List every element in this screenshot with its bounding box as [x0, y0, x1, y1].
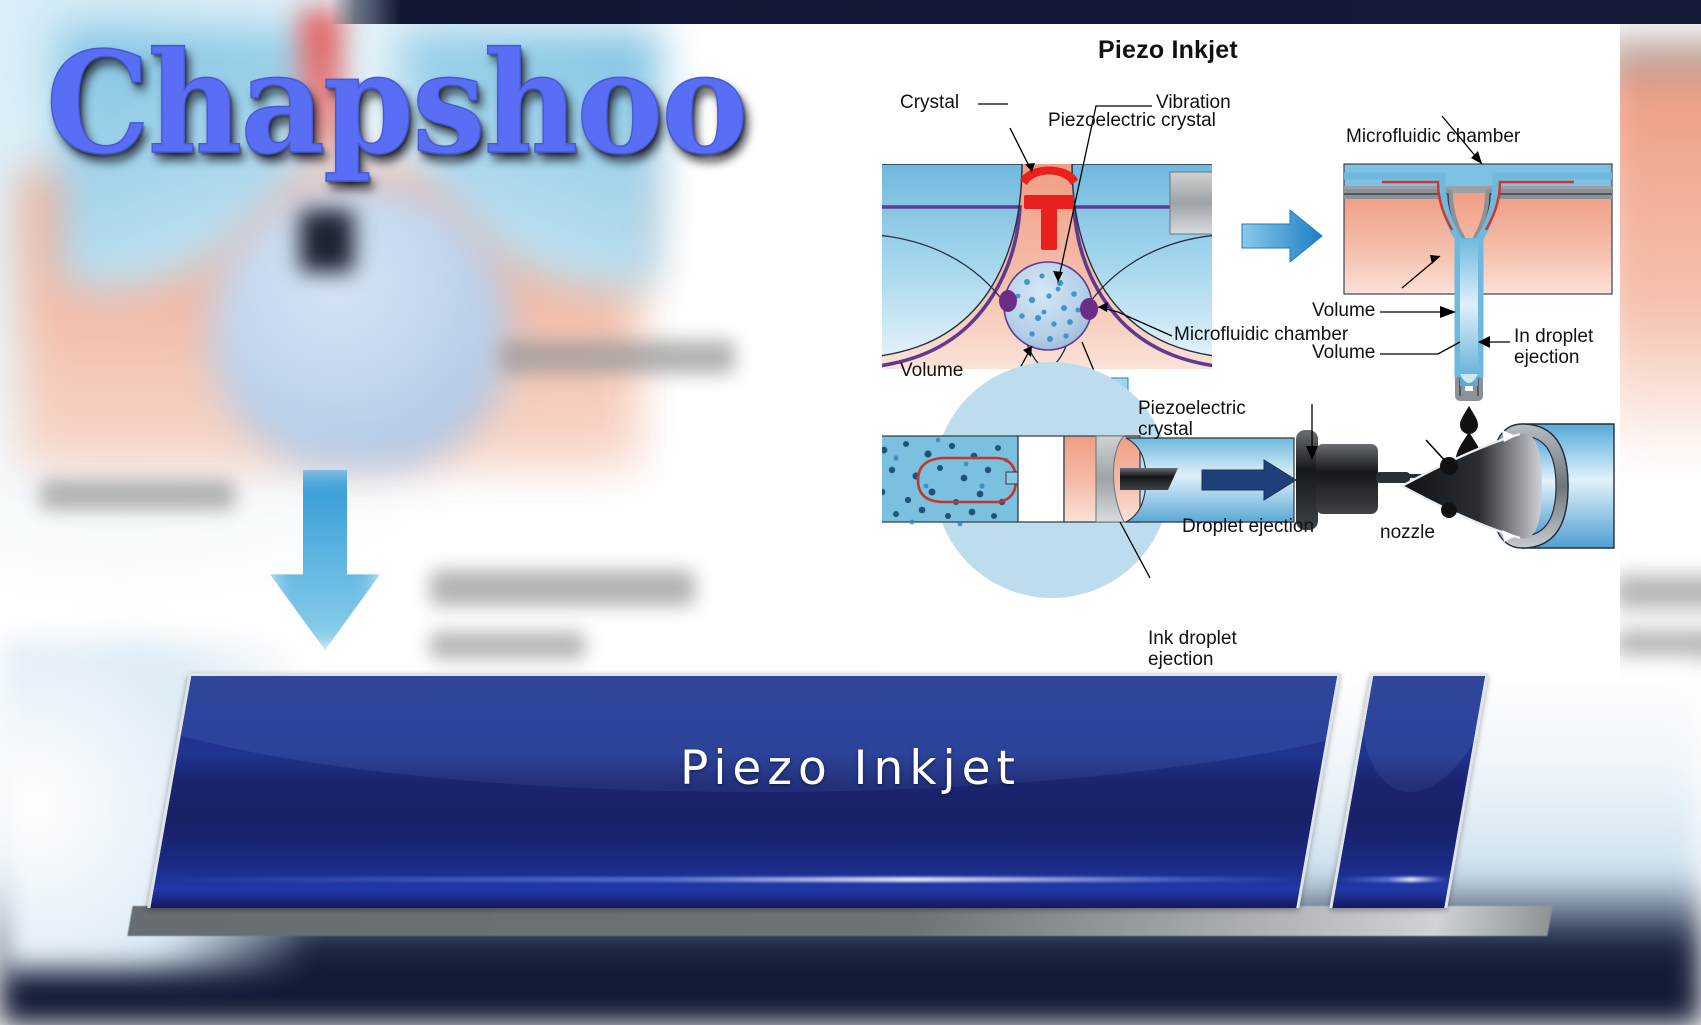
banner-title-text: Piezo Inkjet	[680, 741, 1021, 796]
label-nozzle: nozzle	[1380, 522, 1435, 543]
label-volume-left: Volume	[900, 360, 964, 381]
piezo-inkjet-artwork	[882, 103, 1615, 598]
top-navy-bar	[0, 0, 1701, 24]
banner-side-light-streak	[1336, 877, 1450, 882]
label-microfluidic-chamber-right: Microfluidic chamber	[1346, 126, 1521, 147]
label-droplet-ejection: Droplet ejection	[1182, 516, 1315, 537]
right-arrow-icon	[1241, 208, 1323, 264]
diagram-top-right	[1343, 115, 1613, 472]
background-label-blur-4	[430, 632, 585, 664]
vibration-symbol	[1020, 166, 1078, 250]
background-dark-blob	[300, 210, 354, 272]
label-piezoelectric-crystal-top: Piezoelectric crystal	[1048, 110, 1216, 131]
label-piezoelectric-crystal-bottom: Piezoelectric crystal	[1138, 398, 1246, 441]
background-label-blur-2	[40, 480, 235, 510]
label-vibration: Vibration	[1156, 92, 1231, 113]
label-volume-lower-right: Volume	[1312, 342, 1376, 363]
background-chamber-bulb	[210, 180, 510, 470]
chapshoo-logo: Chapshoo	[45, 22, 749, 186]
banner-base-strip	[127, 906, 1553, 936]
banner-light-streak	[154, 877, 1302, 882]
diagram-bottom-right	[1401, 423, 1615, 549]
background-label-blur-1	[500, 340, 735, 374]
label-crystal: Crystal	[900, 92, 960, 113]
background-label-blur-3	[430, 570, 695, 606]
label-microfluidic-chamber-left: Microfluidic chamber	[1174, 324, 1349, 345]
background-right-label-1	[1615, 575, 1701, 609]
panel-title: Piezo Inkjet	[1098, 36, 1238, 64]
label-ink-droplet-ejection: Ink droplet ejection	[1148, 628, 1237, 671]
diagram-bottom-left	[882, 362, 1450, 598]
background-right-label-2	[1615, 630, 1701, 660]
diagram-top-left	[882, 103, 1212, 477]
label-volume-upper-right: Volume	[1312, 300, 1376, 321]
piezo-inkjet-diagram-panel: Piezo Inkjet	[882, 24, 1620, 678]
title-banner: Piezo Inkjet	[0, 663, 1701, 1025]
background-red-arrow	[300, 10, 342, 150]
label-in-droplet-ejection: In droplet ejection	[1514, 326, 1594, 369]
